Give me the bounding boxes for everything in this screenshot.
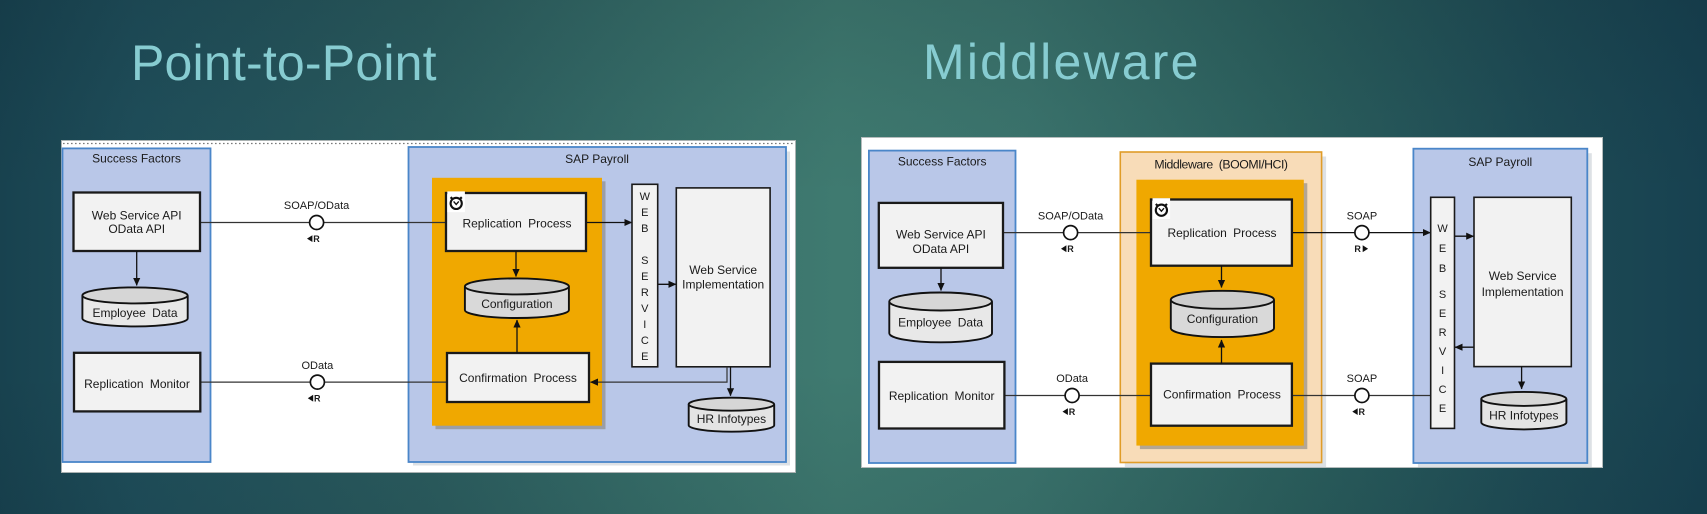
- svg-text:C: C: [1439, 384, 1447, 396]
- svg-text:SOAP: SOAP: [1347, 210, 1378, 222]
- svg-text:R: R: [1069, 407, 1076, 417]
- svg-text:Replication Monitor: Replication Monitor: [889, 389, 995, 403]
- svg-text:SOAP: SOAP: [1347, 373, 1378, 385]
- svg-text:SOAP/OData: SOAP/OData: [284, 200, 350, 212]
- svg-text:E: E: [641, 351, 648, 363]
- svg-text:R: R: [1067, 244, 1074, 254]
- svg-text:SAP Payroll: SAP Payroll: [1468, 155, 1532, 169]
- svg-text:V: V: [641, 303, 649, 315]
- svg-text:E: E: [641, 271, 648, 283]
- svg-text:V: V: [1439, 346, 1447, 358]
- svg-text:OData API: OData API: [913, 242, 970, 256]
- svg-text:R: R: [641, 287, 649, 299]
- svg-text:Success Factors: Success Factors: [898, 155, 987, 169]
- svg-text:Confirmation Process: Confirmation Process: [459, 371, 577, 385]
- svg-text:Replication Process: Replication Process: [462, 217, 571, 231]
- svg-text:OData: OData: [302, 360, 335, 372]
- svg-text:E: E: [1439, 243, 1446, 255]
- svg-text:Configuration: Configuration: [481, 297, 552, 311]
- svg-text:Replication Monitor: Replication Monitor: [84, 377, 190, 391]
- svg-text:W: W: [1437, 223, 1448, 235]
- svg-text:R: R: [313, 234, 320, 244]
- svg-text:SOAP/OData: SOAP/OData: [1038, 210, 1104, 222]
- svg-text:Implementation: Implementation: [682, 277, 764, 291]
- svg-text:Employee Data: Employee Data: [898, 316, 983, 330]
- svg-text:Web Service: Web Service: [689, 263, 757, 277]
- svg-text:E: E: [641, 207, 648, 219]
- svg-text:I: I: [1441, 365, 1444, 377]
- svg-text:R: R: [314, 394, 321, 404]
- svg-text:W: W: [640, 191, 651, 203]
- svg-text:R: R: [1439, 327, 1447, 339]
- svg-text:HR Infotypes: HR Infotypes: [697, 412, 766, 426]
- svg-text:SAP Payroll: SAP Payroll: [565, 152, 629, 166]
- svg-text:R: R: [1359, 407, 1366, 417]
- svg-text:OData API: OData API: [108, 222, 165, 236]
- svg-text:R: R: [1354, 244, 1361, 254]
- svg-text:B: B: [641, 223, 648, 235]
- svg-text:Middleware (BOOMI/HCI): Middleware (BOOMI/HCI): [1154, 158, 1287, 172]
- svg-text:Replication Process: Replication Process: [1167, 226, 1276, 240]
- svg-text:B: B: [1439, 263, 1446, 275]
- svg-text:Confirmation Process: Confirmation Process: [1163, 388, 1281, 402]
- svg-text:Web Service: Web Service: [1489, 269, 1557, 283]
- svg-text:Web Service API: Web Service API: [92, 208, 182, 222]
- svg-text:Employee Data: Employee Data: [92, 306, 177, 320]
- svg-text:Web Service API: Web Service API: [896, 228, 986, 242]
- svg-text:HR Infotypes: HR Infotypes: [1489, 408, 1558, 422]
- svg-text:OData: OData: [1056, 373, 1089, 385]
- svg-text:Success Factors: Success Factors: [92, 152, 181, 166]
- svg-text:I: I: [643, 319, 646, 331]
- svg-text:E: E: [1439, 308, 1446, 320]
- svg-text:C: C: [641, 335, 649, 347]
- svg-text:S: S: [1439, 289, 1446, 301]
- svg-text:Implementation: Implementation: [1482, 285, 1564, 299]
- svg-text:E: E: [1439, 403, 1446, 415]
- svg-text:S: S: [641, 255, 648, 267]
- svg-text:Configuration: Configuration: [1187, 312, 1258, 326]
